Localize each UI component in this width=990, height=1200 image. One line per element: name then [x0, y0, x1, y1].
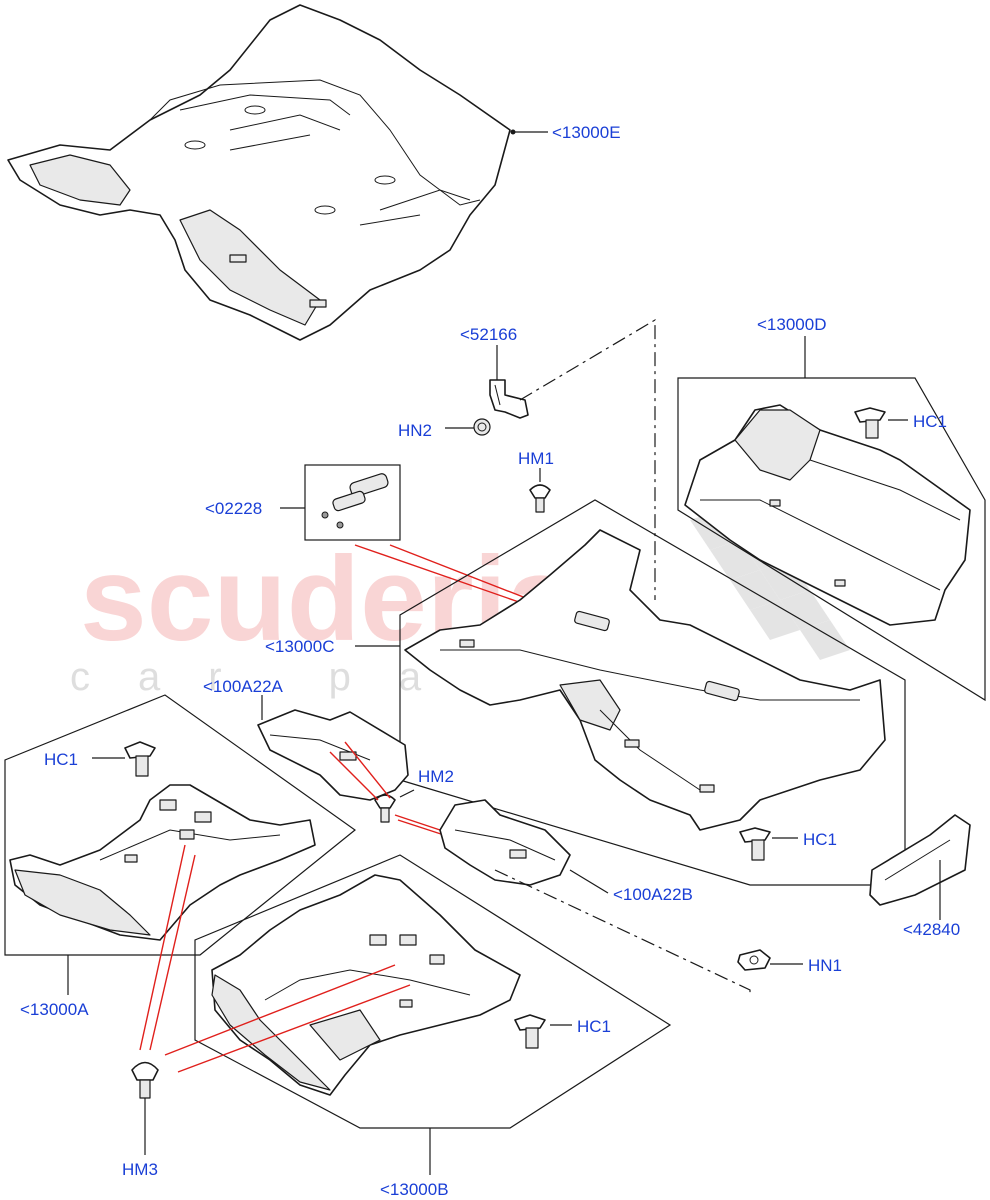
part-HM3-pin[interactable] — [131, 1061, 159, 1099]
part-HN2-nut[interactable] — [473, 418, 491, 436]
callout-13000D[interactable]: <13000D — [757, 315, 826, 334]
frame-02228 — [304, 464, 401, 541]
part-42840[interactable] — [869, 814, 971, 906]
checkered-flag-icon — [690, 510, 850, 660]
part-HN1-nut[interactable] — [737, 949, 771, 971]
dash-leader-52166 — [519, 318, 656, 600]
part-HC1-clip-c[interactable] — [739, 827, 771, 861]
part-13000D[interactable] — [684, 404, 971, 626]
callout-HN2[interactable]: HN2 — [398, 421, 432, 440]
red-leader-HM2-a — [329, 751, 379, 801]
part-HC1-clip-d[interactable] — [854, 407, 886, 439]
part-HC1-clip-b[interactable] — [514, 1014, 546, 1049]
part-13000A[interactable] — [9, 784, 316, 941]
part-13000B[interactable] — [211, 874, 521, 1096]
leader-HM2 — [399, 789, 415, 798]
part-HM1-pin[interactable] — [529, 484, 551, 513]
frame-13000A — [4, 694, 356, 956]
part-13000C[interactable] — [404, 529, 886, 831]
callout-HM3[interactable]: HM3 — [122, 1160, 158, 1179]
callout-HC1-c[interactable]: HC1 — [803, 830, 837, 849]
part-100A22B[interactable] — [439, 799, 571, 886]
dash-leader-100A22B — [494, 869, 751, 995]
red-leader-HM3-a — [139, 844, 186, 1051]
callout-13000C[interactable]: <13000C — [265, 637, 334, 656]
callout-02228[interactable]: <02228 — [205, 499, 262, 518]
callout-HC1-d[interactable]: HC1 — [913, 412, 947, 431]
callout-HC1-b[interactable]: HC1 — [577, 1017, 611, 1036]
callout-100A22A[interactable]: <100A22A — [203, 677, 284, 696]
leader-dot — [510, 129, 516, 135]
red-leader-HM2-b — [344, 741, 391, 799]
red-leader-HM3-d — [177, 984, 411, 1073]
red-leader-HM3-b — [149, 854, 196, 1051]
callout-HC1-a[interactable]: HC1 — [44, 750, 78, 769]
callout-13000A[interactable]: <13000A — [20, 1000, 89, 1019]
part-13000E[interactable] — [7, 4, 511, 341]
callout-HM1[interactable]: HM1 — [518, 449, 554, 468]
callout-HN1[interactable]: HN1 — [808, 956, 842, 975]
part-52166-bracket[interactable] — [489, 379, 529, 419]
leader-100A22B — [569, 869, 609, 894]
callout-13000E[interactable]: <13000E — [552, 123, 621, 142]
callout-13000B[interactable]: <13000B — [380, 1180, 449, 1199]
part-HC1-clip-a[interactable] — [124, 741, 156, 777]
callout-HM2[interactable]: HM2 — [418, 767, 454, 786]
frame-13000D — [677, 377, 986, 702]
callout-52166[interactable]: <52166 — [460, 325, 517, 344]
red-leader-HM3-c — [164, 964, 396, 1056]
callout-42840[interactable]: <42840 — [903, 920, 960, 939]
part-02228-badge[interactable] — [321, 472, 389, 529]
frame-13000B — [194, 854, 672, 1129]
callout-100A22B[interactable]: <100A22B — [613, 885, 693, 904]
